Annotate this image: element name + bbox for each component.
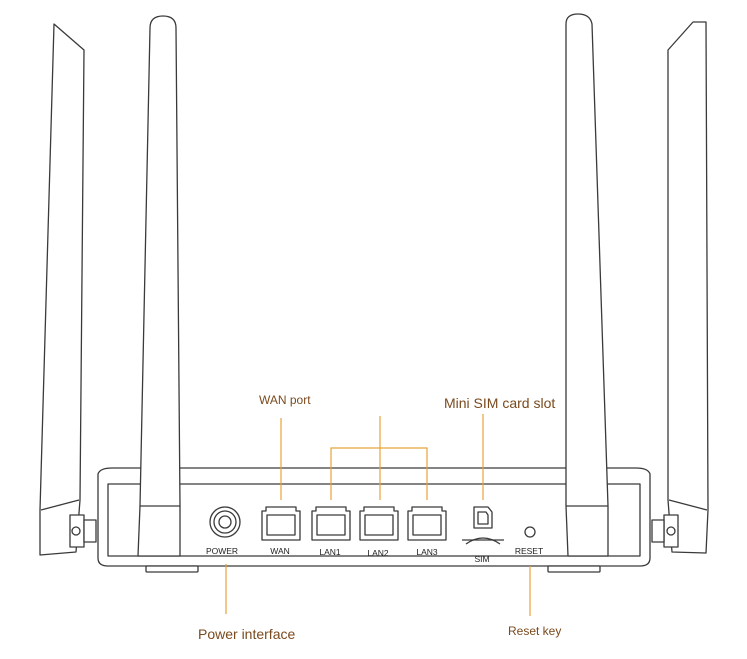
lan1-ethernet-port: [311, 506, 351, 541]
lan3-port-label: LAN3: [416, 547, 438, 557]
reset-button: [524, 526, 536, 538]
wan-port-callout: WAN port: [259, 393, 311, 407]
antenna-far-right: [651, 21, 709, 554]
lan3-ethernet-port: [407, 506, 447, 541]
power-port-label: POWER: [206, 546, 238, 556]
sim-card-slot: [462, 506, 504, 545]
antenna-far-left: [39, 23, 97, 556]
power-jack: [209, 506, 241, 538]
sim-slot-callout: Mini SIM card slot: [444, 395, 556, 411]
reset-key-callout: Reset key: [508, 624, 562, 638]
power-interface-callout: Power interface: [198, 626, 296, 642]
leader-lines: [225, 414, 531, 616]
antenna-inner-left: [137, 15, 181, 557]
reset-port-label: RESET: [515, 546, 543, 556]
wan-port-label: WAN: [270, 546, 290, 556]
lan2-port-label: LAN2: [367, 548, 389, 558]
lan2-ethernet-port: [359, 506, 399, 541]
sim-port-label: SIM: [474, 554, 489, 564]
antenna-inner-right: [565, 13, 609, 557]
wan-ethernet-port: [261, 506, 301, 541]
lan1-port-label: LAN1: [319, 547, 341, 557]
